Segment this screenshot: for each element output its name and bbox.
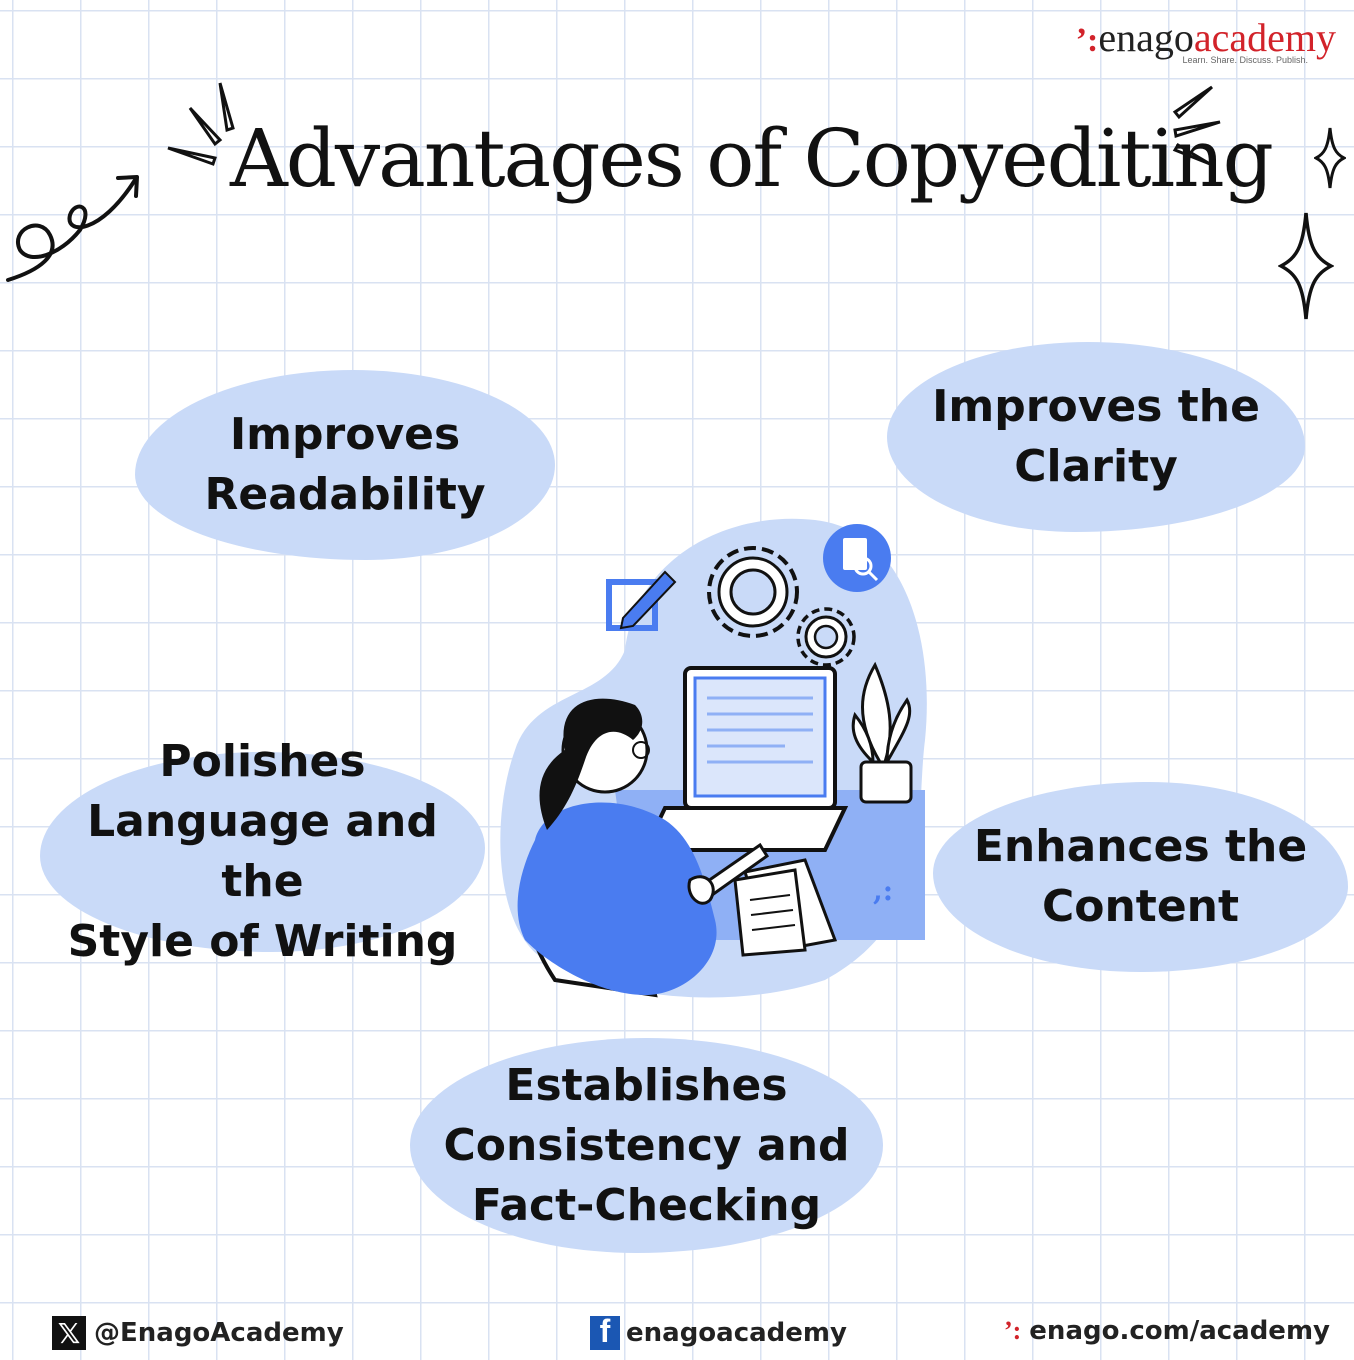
- website-url: enago.com/academy: [1029, 1316, 1330, 1346]
- edit-icon: [606, 570, 677, 631]
- document-search-icon: [823, 524, 891, 592]
- logo-word-academy: academy: [1193, 15, 1336, 60]
- copyeditor-illustration: ,:: [500, 518, 927, 998]
- logo-tagline: Learn. Share. Discuss. Publish.: [1182, 55, 1308, 65]
- logo-mark: ʼ:: [1075, 22, 1099, 59]
- sparkle-large-icon: [1278, 212, 1334, 320]
- brand-mark-small-icon: ,:: [873, 874, 893, 907]
- burst-lines-left-doodle: [167, 82, 235, 166]
- advantage-line: Establishes: [505, 1059, 788, 1111]
- swirl-arrow-doodle: [6, 175, 139, 282]
- gear-small-icon: [796, 607, 856, 667]
- sparkle-small-icon: [1314, 127, 1346, 189]
- papers: [733, 858, 838, 957]
- advantage-line: Improves the: [932, 381, 1260, 432]
- x-icon: 𝕏: [52, 1316, 86, 1350]
- logo-word-enago: enago: [1098, 15, 1194, 60]
- page-title: Advantages of Copyediting: [230, 112, 1274, 205]
- advantage-line: Style of Writing: [67, 916, 458, 967]
- enago-academy-logo: ʼ:enagoacademy Learn. Share. Discuss. Pu…: [1076, 14, 1336, 65]
- advantage-line: Content: [1041, 881, 1240, 932]
- footer-website[interactable]: ʼ: enago.com/academy: [1004, 1316, 1330, 1346]
- twitter-handle: @EnagoAcademy: [94, 1318, 344, 1348]
- footer-twitter[interactable]: 𝕏 @EnagoAcademy: [52, 1316, 344, 1350]
- advantage-line: Enhances the: [973, 821, 1308, 872]
- burst-lines-right-doodle: [1172, 85, 1221, 166]
- facebook-icon: f: [590, 1313, 620, 1350]
- advantage-line: Polishes: [159, 736, 366, 787]
- enago-mark-icon: ʼ:: [1003, 1316, 1022, 1345]
- person-writing: [517, 698, 770, 995]
- advantage-line: Consistency and: [443, 1119, 850, 1171]
- plant-icon: [851, 661, 913, 804]
- advantage-line: Clarity: [1014, 441, 1178, 492]
- gear-icon: [707, 546, 799, 638]
- advantage-line: Improves: [229, 409, 461, 460]
- footer-facebook[interactable]: f enagoacademy: [590, 1313, 847, 1350]
- advantage-line: Language and the: [87, 796, 438, 907]
- facebook-handle: enagoacademy: [626, 1318, 847, 1348]
- advantage-line: Readability: [204, 469, 486, 520]
- advantage-line: Fact-Checking: [471, 1179, 822, 1231]
